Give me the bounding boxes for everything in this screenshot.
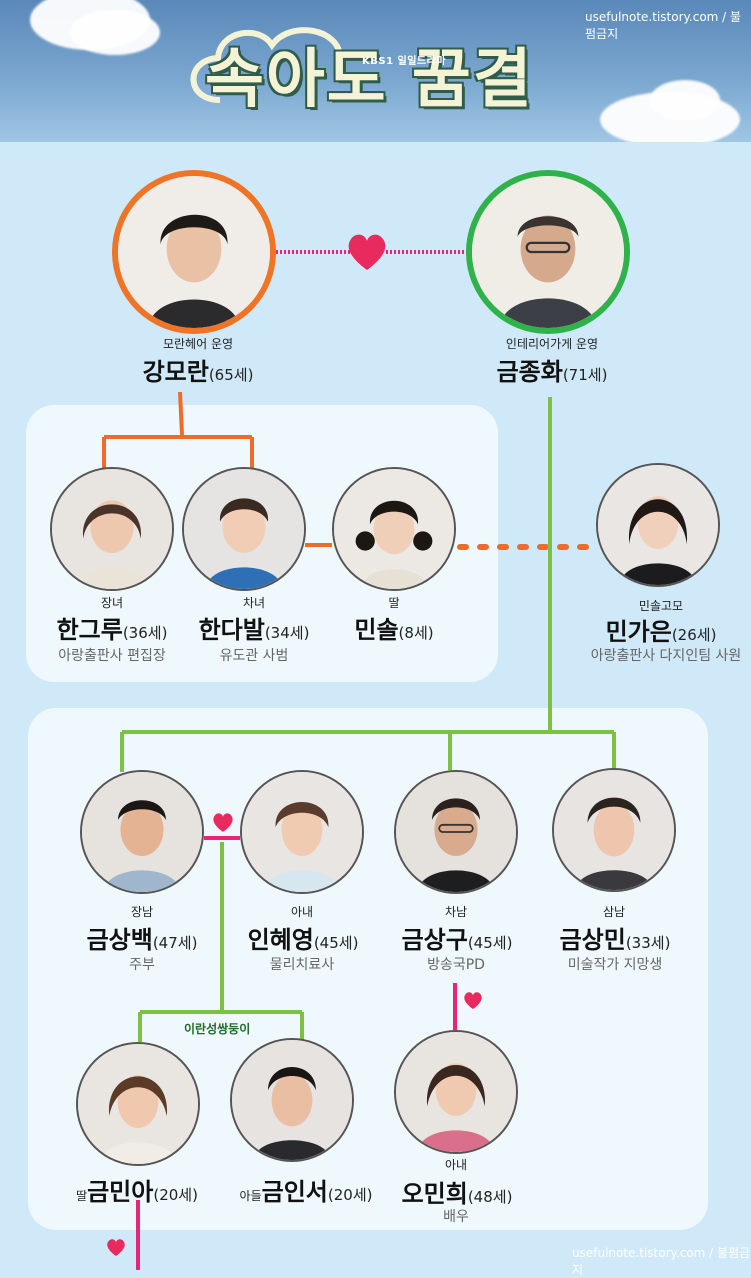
geum-sangbaek-role: 장남 bbox=[130, 905, 154, 919]
in-hyeyoung-role: 아내 bbox=[290, 905, 314, 919]
geum-sangmin-job: 미술작가 지망생 bbox=[567, 957, 663, 973]
geum-inseo-name-row: 아들금인서(20세) bbox=[226, 1172, 386, 1207]
heart-icon bbox=[348, 234, 386, 270]
oh-minhee-photo bbox=[394, 1030, 518, 1154]
geum-sangbaek-age: (47세) bbox=[152, 934, 198, 952]
min-gaeun-name: 민가은 bbox=[605, 618, 672, 646]
han-geuru-photo bbox=[50, 467, 174, 591]
kang-moran-photo bbox=[112, 170, 276, 334]
kang-moran-age: (65세) bbox=[208, 366, 254, 384]
han-geuru-age: (36세) bbox=[122, 624, 168, 642]
title-banner: 속아도 꿈결 KBS1 일일드라마 usefulnote.tistory.com… bbox=[0, 0, 751, 142]
geum-mina-role: 딸 bbox=[76, 1189, 88, 1203]
geum-jonghwa-name-row: 금종화(71세) bbox=[462, 352, 642, 387]
heart-icon bbox=[213, 813, 233, 832]
geum-inseo-age: (20세) bbox=[327, 1186, 373, 1204]
oh-minhee-name: 오민희 bbox=[401, 1180, 468, 1208]
in-hyeyoung-name-row: 인혜영(45세) bbox=[228, 920, 378, 955]
han-geuru-name-row: 한그루(36세) bbox=[32, 610, 192, 645]
geum-inseo-role: 아들 bbox=[239, 1189, 262, 1203]
geum-sangbaek-name: 금상백 bbox=[86, 926, 153, 954]
oh-minhee-name-row: 오민희(48세) bbox=[382, 1174, 532, 1209]
geum-sangbaek-photo bbox=[80, 770, 204, 894]
oh-minhee-role: 아내 bbox=[444, 1158, 468, 1172]
geum-sanggu-role: 차남 bbox=[444, 905, 468, 919]
watermark-bottom: usefulnote.tistory.com / 불펌금지 bbox=[572, 1246, 751, 1277]
min-gaeun-job: 아랑출판사 다지인팀 사원 bbox=[590, 648, 742, 664]
han-dabal-role: 차녀 bbox=[242, 596, 266, 610]
in-hyeyoung-age: (45세) bbox=[313, 934, 359, 952]
han-dabal-job: 유도관 사범 bbox=[219, 648, 289, 664]
kang-moran-name: 강모란 bbox=[142, 358, 209, 386]
geum-mina-photo bbox=[76, 1042, 200, 1166]
in-hyeyoung-job: 물리치료사 bbox=[269, 957, 335, 973]
kang-children-line bbox=[102, 391, 254, 470]
geum-sangmin-name: 금상민 bbox=[559, 926, 626, 954]
kang-moran-role: 모란헤어 운영 bbox=[162, 337, 234, 351]
geum-sangmin-name-row: 금상민(33세) bbox=[540, 920, 690, 955]
geum-inseo-photo bbox=[230, 1038, 354, 1162]
geum-mina-age: (20세) bbox=[153, 1186, 198, 1204]
network-badge: KBS1 일일드라마 bbox=[362, 56, 447, 67]
heart-icon bbox=[464, 992, 482, 1010]
min-sol-name: 민솔 bbox=[354, 616, 399, 644]
twins-label: 이란성쌍둥이 bbox=[184, 1022, 251, 1036]
min-gaeun-age: (26세) bbox=[671, 626, 717, 644]
kang-moran-name-row: 강모란(65세) bbox=[108, 352, 288, 387]
han-geuru-job: 아랑출판사 편집장 bbox=[58, 648, 166, 664]
cloud-decoration bbox=[650, 80, 720, 120]
min-sol-photo bbox=[332, 467, 456, 591]
han-geuru-role: 장녀 bbox=[100, 596, 124, 610]
oh-minhee-age: (48세) bbox=[467, 1188, 513, 1206]
heart-icon bbox=[107, 1239, 125, 1257]
geum-sangmin-role: 삼남 bbox=[602, 905, 626, 919]
min-sol-role: 딸 bbox=[388, 596, 400, 610]
geum-jonghwa-role: 인테리어가게 운영 bbox=[505, 337, 599, 351]
han-dabal-name-row: 한다발(34세) bbox=[176, 610, 332, 645]
min-gaeun-photo bbox=[596, 463, 720, 587]
geum-sanggu-age: (45세) bbox=[467, 934, 513, 952]
geum-inseo-name: 금인서 bbox=[261, 1178, 328, 1206]
geum-sanggu-name: 금상구 bbox=[401, 926, 468, 954]
geum-sangmin-age: (33세) bbox=[625, 934, 671, 952]
han-geuru-name: 한그루 bbox=[56, 616, 123, 644]
min-gaeun-role: 민솔고모 bbox=[638, 599, 684, 613]
twins-line bbox=[138, 842, 304, 1042]
geum-sangbaek-name-row: 금상백(47세) bbox=[62, 920, 222, 955]
geum-sanggu-photo bbox=[394, 770, 518, 894]
min-gaeun-name-row-2: 민가은(26세) bbox=[586, 612, 736, 647]
geum-sanggu-name-row: 금상구(45세) bbox=[382, 920, 532, 955]
geum-mina-name: 금민아 bbox=[87, 1178, 154, 1206]
geum-jonghwa-age: (71세) bbox=[562, 366, 608, 384]
han-dabal-photo bbox=[182, 467, 306, 591]
geum-sangmin-photo bbox=[552, 768, 676, 892]
title-cloud-outline bbox=[190, 27, 343, 103]
in-hyeyoung-name: 인혜영 bbox=[247, 926, 314, 954]
han-dabal-name: 한다발 bbox=[198, 616, 265, 644]
min-sol-age: (8세) bbox=[398, 624, 434, 642]
geum-sanggu-job: 방송국PD bbox=[427, 957, 485, 973]
drama-title: 속아도 꿈결 bbox=[205, 43, 534, 117]
min-sol-name-row: 민솔(8세) bbox=[324, 610, 464, 645]
in-hyeyoung-photo bbox=[240, 770, 364, 894]
geum-children-line bbox=[120, 397, 616, 772]
geum-jonghwa-name: 금종화 bbox=[496, 358, 563, 386]
geum-mina-name-row: 딸금민아(20세) bbox=[62, 1172, 212, 1207]
cloud-decoration bbox=[70, 10, 160, 55]
oh-minhee-job: 배우 bbox=[443, 1209, 469, 1225]
geum-jonghwa-photo bbox=[466, 170, 630, 334]
han-dabal-age: (34세) bbox=[264, 624, 310, 642]
watermark-top: usefulnote.tistory.com / 불펌금지 bbox=[585, 10, 742, 41]
geum-sangbaek-job: 주부 bbox=[129, 957, 155, 973]
